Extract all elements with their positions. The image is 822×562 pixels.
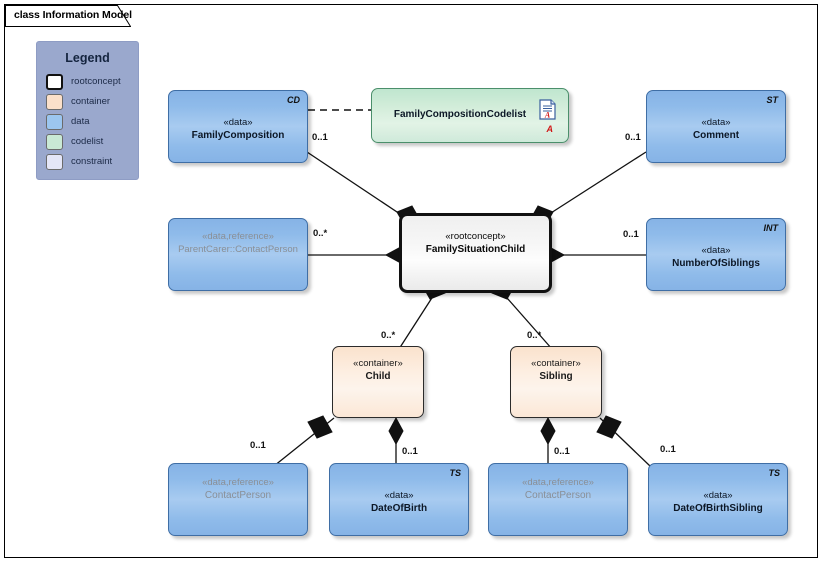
class-familycompositioncodelist-name: FamilyCompositionCodelist (393, 109, 527, 120)
class-dateofbirth-corner-tag: TS (449, 468, 461, 478)
class-sibling-contactperson-stereotype: «data,reference» (522, 477, 594, 488)
diagram-title-tab: class Information Model (5, 5, 132, 27)
mult-dateofbirth: 0..1 (402, 446, 418, 457)
class-familysituationchild-name: FamilySituationChild (425, 244, 526, 255)
class-familycomposition-name: FamilyComposition (191, 130, 285, 141)
class-familycompositioncodelist[interactable]: FamilyCompositionCodelist A A (371, 88, 569, 143)
class-parentcarer-contactperson-name: ParentCarer::ContactPerson (178, 244, 298, 255)
class-child[interactable]: «container» Child (332, 346, 424, 418)
class-parentcarer-contactperson[interactable]: «data,reference» ParentCarer::ContactPer… (168, 218, 308, 291)
class-numberofsiblings-corner-tag: INT (763, 223, 779, 233)
class-familysituationchild[interactable]: «rootconcept» FamilySituationChild (399, 213, 552, 293)
legend-panel: Legend rootconcept container data codeli… (36, 41, 139, 180)
legend-item-list: rootconcept container data codelist cons… (37, 72, 138, 171)
document-icon: A (539, 99, 556, 120)
class-parentcarer-contactperson-stereotype: «data,reference» (202, 231, 274, 242)
legend-label-codelist: codelist (71, 136, 104, 147)
legend-item-constraint: constraint (46, 152, 138, 171)
legend-item-data: data (46, 112, 138, 131)
class-familycomposition[interactable]: CD «data» FamilyComposition (168, 90, 308, 163)
svg-text:A: A (544, 111, 551, 120)
mult-numberofsiblings: 0..1 (623, 229, 639, 240)
codelist-red-mark: A (546, 124, 554, 134)
legend-swatch-constraint (46, 153, 63, 170)
title-tab-shape (5, 5, 131, 27)
class-sibling-stereotype: «container» (531, 358, 581, 369)
legend-label-container: container (71, 96, 111, 107)
class-dateofbirthsibling-name: DateOfBirthSibling (673, 503, 763, 514)
legend-title: Legend (65, 51, 110, 65)
class-familycomposition-stereotype: «data» (223, 117, 253, 128)
mult-sibling-contactperson: 0..1 (554, 446, 570, 457)
class-numberofsiblings[interactable]: INT «data» NumberOfSiblings (646, 218, 786, 291)
class-child-contactperson-name: ContactPerson (204, 490, 272, 501)
class-comment-corner-tag: ST (766, 95, 778, 105)
legend-label-data: data (71, 116, 90, 127)
class-comment-stereotype: «data» (701, 117, 731, 128)
class-sibling[interactable]: «container» Sibling (510, 346, 602, 418)
class-numberofsiblings-name: NumberOfSiblings (672, 258, 760, 269)
legend-item-rootconcept: rootconcept (46, 72, 138, 91)
mult-sibling: 0..* (527, 330, 542, 341)
legend-swatch-rootconcept (46, 73, 63, 90)
legend-swatch-data (46, 113, 63, 130)
mult-child: 0..* (381, 330, 396, 341)
class-dateofbirth[interactable]: TS «data» DateOfBirth (329, 463, 469, 536)
legend-item-codelist: codelist (46, 132, 138, 151)
class-child-contactperson[interactable]: «data,reference» ContactPerson (168, 463, 308, 536)
class-dateofbirthsibling[interactable]: TS «data» DateOfBirthSibling (648, 463, 788, 536)
class-dateofbirth-name: DateOfBirth (370, 503, 428, 514)
class-dateofbirthsibling-corner-tag: TS (768, 468, 780, 478)
class-dateofbirth-stereotype: «data» (384, 490, 414, 501)
class-child-name: Child (365, 371, 391, 382)
class-familysituationchild-stereotype: «rootconcept» (445, 231, 506, 242)
class-sibling-contactperson[interactable]: «data,reference» ContactPerson (488, 463, 628, 536)
mult-comment: 0..1 (625, 132, 641, 143)
class-familycomposition-corner-tag: CD (287, 95, 300, 105)
class-comment-name: Comment (692, 130, 740, 141)
legend-item-container: container (46, 92, 138, 111)
legend-swatch-container (46, 93, 63, 110)
legend-swatch-codelist (46, 133, 63, 150)
legend-label-constraint: constraint (71, 156, 113, 167)
diagram-title: class Information Model (14, 9, 132, 21)
mult-child-contactperson: 0..1 (250, 440, 266, 451)
class-sibling-contactperson-name: ContactPerson (524, 490, 592, 501)
class-comment[interactable]: ST «data» Comment (646, 90, 786, 163)
class-dateofbirthsibling-stereotype: «data» (703, 490, 733, 501)
class-numberofsiblings-stereotype: «data» (701, 245, 731, 256)
legend-label-rootconcept: rootconcept (71, 76, 121, 87)
mult-familycomposition: 0..1 (312, 132, 328, 143)
class-child-stereotype: «container» (353, 358, 403, 369)
mult-parentcarer-contactperson: 0..* (313, 228, 328, 239)
mult-dateofbirthsibling: 0..1 (660, 444, 676, 455)
class-child-contactperson-stereotype: «data,reference» (202, 477, 274, 488)
class-sibling-name: Sibling (539, 371, 573, 382)
